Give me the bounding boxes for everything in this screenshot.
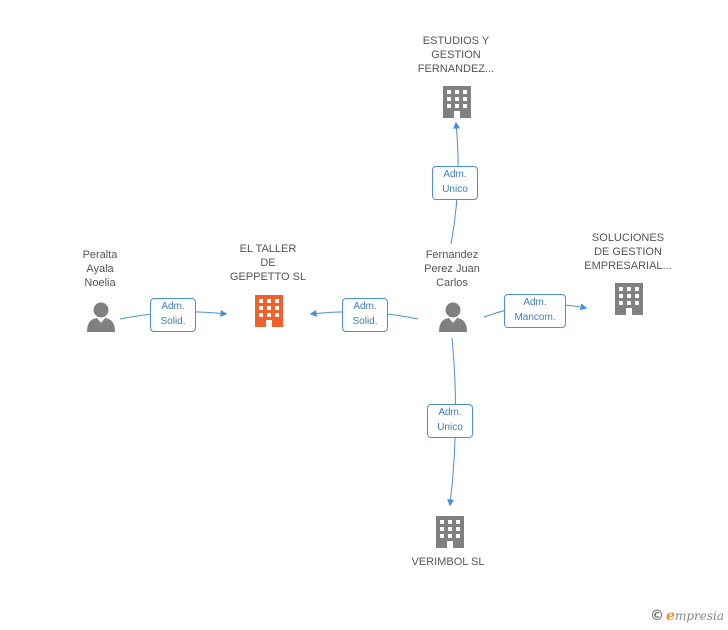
edge-label-fernandez-verimbol[interactable]: Adm. Unico (427, 404, 473, 438)
building-icon-estudios[interactable] (443, 86, 471, 118)
brand-name: mpresia (674, 609, 724, 623)
edge-label-fernandez-soluciones[interactable]: Adm. Mancom. (504, 294, 566, 328)
edge-label-fernandez-taller[interactable]: Adm. Solid. (342, 298, 388, 332)
building-icon-el-taller[interactable] (255, 295, 283, 327)
building-icon-verimbol[interactable] (436, 516, 464, 548)
node-label-fernandez[interactable]: Fernandez Perez Juan Carlos (424, 249, 480, 289)
brand-initial: e (666, 608, 675, 624)
copyright-icon: © (650, 608, 665, 624)
empresia-logo: ©empresia (650, 608, 724, 624)
node-label-peralta[interactable]: Peralta Ayala Noelia (82, 249, 118, 289)
node-label-verimbol[interactable]: VERIMBOL SL (411, 556, 485, 568)
person-icon-fernandez[interactable] (439, 302, 467, 333)
node-label-soluciones[interactable]: SOLUCIONES DE GESTION EMPRESARIAL... (584, 232, 672, 272)
edge-label-fernandez-estudios[interactable]: Adm. Unico (432, 166, 478, 200)
edge-label-peralta-taller[interactable]: Adm. Solid. (150, 298, 196, 332)
node-label-el-taller[interactable]: EL TALLER DE GEPPETTO SL (229, 243, 307, 283)
person-icon-peralta[interactable] (87, 302, 115, 333)
building-icon-soluciones[interactable] (615, 283, 643, 315)
node-label-estudios[interactable]: ESTUDIOS Y GESTION FERNANDEZ... (417, 35, 495, 75)
